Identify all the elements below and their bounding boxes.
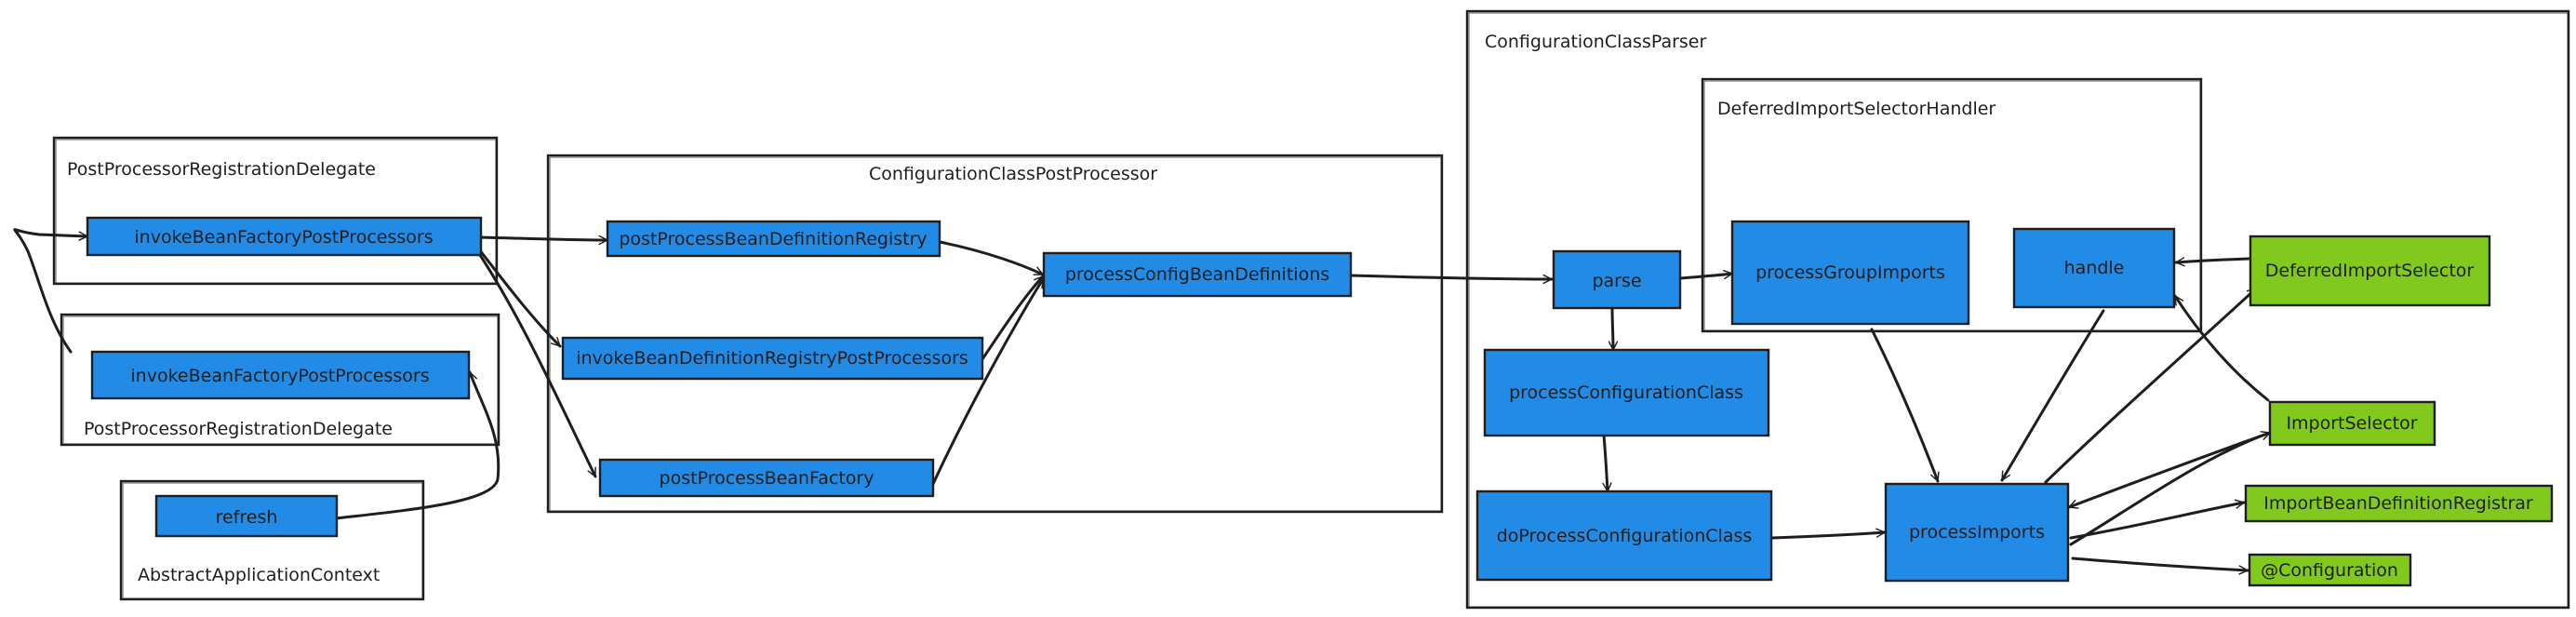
node-configuration: @Configuration (2248, 553, 2412, 587)
group-label-parser: ConfigurationClassParser (1485, 32, 1706, 52)
node-process-group-imports: processGroupImports (1730, 220, 1970, 326)
node-label-import-registrar: ImportBeanDefinitionRegistrar (2263, 493, 2533, 514)
edge-post-factory-to-config-defs (931, 277, 1045, 486)
edge-import-selector-to-handle (2173, 294, 2270, 402)
node-label-invoke-bottom: invokeBeanFactoryPostProcessors (130, 366, 429, 386)
edge-import-selector-to-process-imports (2067, 431, 2272, 509)
edge-handle-to-process-imports (2000, 309, 2105, 482)
group-app-context: AbstractApplicationContext (119, 479, 425, 601)
group-deferred-handler: DeferredImportSelectorHandler (1701, 77, 2203, 333)
node-import-selector: ImportSelector (2268, 400, 2436, 447)
edge-process-config-class-to-do-process (1602, 434, 1612, 493)
node-invoke-top: invokeBeanFactoryPostProcessors (86, 216, 483, 257)
node-refresh: refresh (154, 494, 339, 538)
node-do-process-config-class: doProcessConfigurationClass (1475, 490, 1773, 582)
edge-loop-invoke-bottom-to-top (13, 228, 89, 354)
node-label-do-process-config-class: doProcessConfigurationClass (1497, 526, 1753, 546)
edge-parse-to-process-config-class (1608, 306, 1619, 352)
edge-process-group-imports-to-process-imports (1870, 328, 1940, 483)
node-label-refresh: refresh (216, 507, 278, 528)
node-handle: handle (2012, 227, 2176, 309)
node-parse: parse (1552, 249, 1682, 310)
node-label-process-imports: processImports (1909, 522, 2045, 543)
group-label-post-processor: ConfigurationClassPostProcessor (869, 164, 1157, 184)
edge-deferred-selector-to-handle (2174, 257, 2250, 267)
group-delegate-bottom: PostProcessorRegistrationDelegate (60, 313, 501, 447)
node-post-factory: postProcessBeanFactory (598, 458, 935, 498)
edge-config-defs-to-parse (1349, 274, 1554, 285)
node-label-process-config-defs: processConfigBeanDefinitions (1065, 264, 1329, 285)
node-label-process-group-imports: processGroupImports (1755, 262, 1945, 283)
node-invoke-bottom: invokeBeanFactoryPostProcessors (90, 350, 471, 400)
group-parser: ConfigurationClassParser (1465, 9, 2570, 610)
group-label-delegate-bottom: PostProcessorRegistrationDelegate (84, 419, 393, 439)
group-label-app-context: AbstractApplicationContext (138, 565, 380, 585)
node-label-deferred-import-selector: DeferredImportSelector (2265, 261, 2475, 281)
edge-invoke-to-invoke-registry (474, 244, 562, 348)
edge-process-imports-to-configuration (2071, 557, 2249, 575)
node-label-process-config-class: processConfigurationClass (1509, 382, 1743, 403)
edge-refresh-to-invoke-bottom (334, 370, 501, 520)
node-process-imports: processImports (1884, 482, 2070, 583)
node-label-configuration: @Configuration (2261, 560, 2398, 581)
edge-invoke-to-post-factory (474, 248, 597, 478)
group-delegate-top: PostProcessorRegistrationDelegate (52, 136, 499, 286)
edge-process-imports-to-registrar (2069, 499, 2246, 540)
node-label-parse: parse (1592, 271, 1641, 291)
node-process-config-defs: processConfigBeanDefinitions (1042, 251, 1353, 298)
edge-process-imports-to-import-selector (2069, 431, 2272, 546)
edge-invoke-registry-to-config-defs (981, 275, 1045, 361)
node-label-post-registry: postProcessBeanDefinitionRegistry (619, 229, 927, 249)
node-label-invoke-top: invokeBeanFactoryPostProcessors (134, 227, 433, 248)
node-label-handle: handle (2064, 258, 2125, 278)
edge-parse-to-process-group-imports (1678, 270, 1734, 280)
node-post-registry: postProcessBeanDefinitionRegistry (606, 220, 941, 258)
group-label-delegate-top: PostProcessorRegistrationDelegate (67, 159, 376, 180)
node-label-post-factory: postProcessBeanFactory (660, 468, 874, 489)
node-label-import-selector: ImportSelector (2286, 413, 2417, 434)
edge-do-process-to-process-imports (1769, 528, 1887, 540)
group-post-processor: ConfigurationClassPostProcessor (546, 154, 1444, 514)
node-deferred-import-selector: DeferredImportSelector (2249, 235, 2491, 307)
edge-post-registry-to-config-defs (938, 240, 1045, 276)
node-label-invoke-registry: invokeBeanDefinitionRegistryPostProcesso… (576, 348, 968, 369)
group-label-deferred-handler: DeferredImportSelectorHandler (1717, 99, 1995, 119)
edges (13, 228, 2272, 575)
node-invoke-registry: invokeBeanDefinitionRegistryPostProcesso… (561, 336, 984, 381)
node-process-config-class: processConfigurationClass (1483, 348, 1770, 437)
edge-process-imports-to-deferred-selector (2044, 287, 2258, 484)
node-import-registrar: ImportBeanDefinitionRegistrar (2244, 484, 2554, 523)
edge-invoke-to-post-registry (478, 235, 609, 246)
